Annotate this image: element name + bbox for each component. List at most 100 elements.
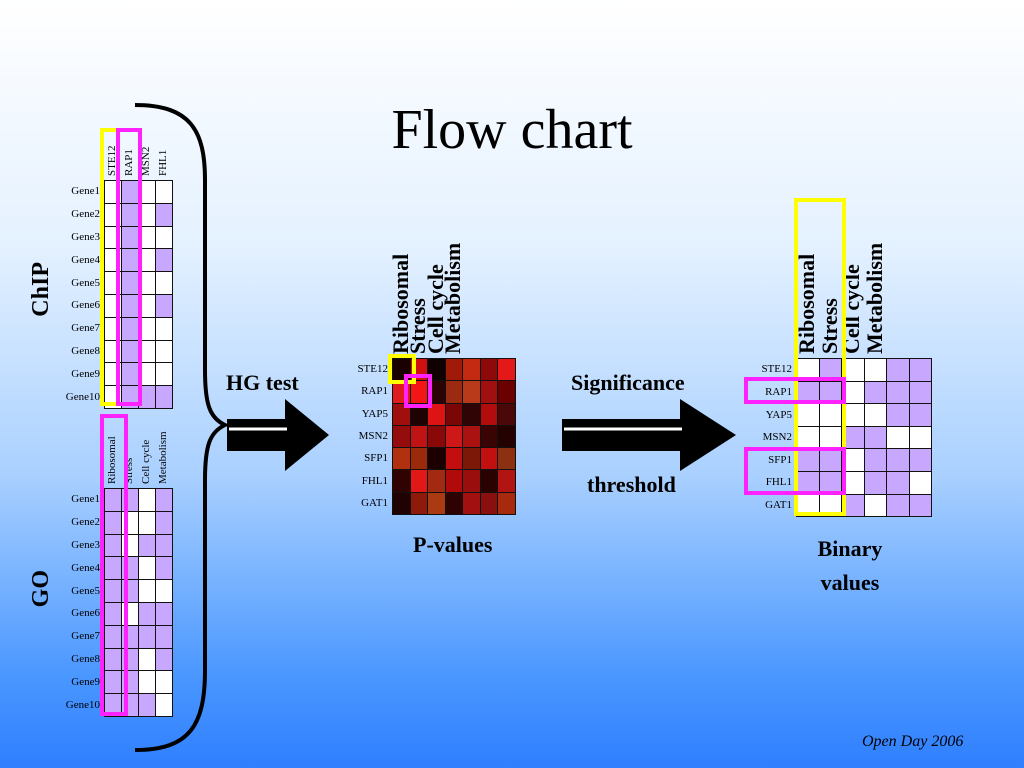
chip-cell xyxy=(155,339,173,364)
binary-rap1-highlight xyxy=(744,377,846,404)
chip-col-label: FHL1 xyxy=(157,149,170,176)
binary-cell xyxy=(908,358,932,382)
go-cell xyxy=(155,533,173,558)
pvalues-cell xyxy=(444,424,463,449)
binary-caption: Binary values xyxy=(817,536,883,595)
chip-cell xyxy=(155,225,173,250)
binary-cell xyxy=(863,425,887,450)
go-cell xyxy=(155,647,173,672)
binary-table xyxy=(796,358,932,518)
pvalues-cell xyxy=(444,402,463,426)
binary-cell xyxy=(886,380,910,405)
binary-cell xyxy=(908,470,932,495)
pvalues-cell xyxy=(427,402,446,426)
binary-cell xyxy=(863,358,887,382)
binary-cell xyxy=(818,493,842,518)
chip-row-label: Gene2 xyxy=(71,208,100,221)
go-row-label: Gene6 xyxy=(71,607,100,620)
chip-cell xyxy=(155,248,173,273)
pvalues-cell xyxy=(497,491,516,516)
pvalues-cell xyxy=(444,491,463,516)
go-ribosomal-highlight xyxy=(100,414,128,716)
chip-row-label: Gene10 xyxy=(65,390,100,403)
binary-cell xyxy=(886,448,910,472)
threshold-label: threshold xyxy=(587,472,676,497)
go-cell xyxy=(155,670,173,695)
pvalues-cell xyxy=(479,380,498,404)
binary-row-label: SFP1 xyxy=(768,453,792,466)
pvalues-row-label: RAP1 xyxy=(361,385,388,398)
pvalues-cell xyxy=(427,424,446,449)
binary-cell xyxy=(908,448,932,472)
binary-row-label: FHL1 xyxy=(765,476,792,489)
binary-cell xyxy=(886,358,910,382)
pvalues-cell xyxy=(427,469,446,493)
chip-cell xyxy=(155,362,173,387)
binary-cell xyxy=(886,425,910,450)
binary-cell xyxy=(818,425,842,450)
pvalues-cell xyxy=(444,357,463,382)
chip-row-label: Gene9 xyxy=(71,367,100,380)
pvalues-cell xyxy=(392,424,411,449)
chip-row-label: Gene6 xyxy=(71,299,100,312)
binary-row-label: MSN2 xyxy=(762,431,792,444)
chip-row-label: Gene7 xyxy=(71,322,100,335)
pvalues-row-label: GAT1 xyxy=(361,496,388,509)
go-cell xyxy=(104,624,122,649)
go-cell xyxy=(138,579,156,603)
go-cell xyxy=(138,488,156,512)
pvalue-magenta-highlight xyxy=(404,374,432,408)
pvalues-cell xyxy=(497,357,516,382)
chip-cell xyxy=(155,202,173,227)
pvalues-cell xyxy=(462,469,481,493)
pvalues-row-label: SFP1 xyxy=(364,452,388,465)
binary-ribosomal-highlight xyxy=(794,198,846,516)
binary-cell xyxy=(863,403,887,427)
pvalues-cell xyxy=(392,402,411,426)
pvalues-cell xyxy=(409,424,428,449)
go-cell xyxy=(138,601,156,626)
binary-cell xyxy=(886,470,910,495)
chip-cell xyxy=(138,202,156,227)
hg-test-label: HG test xyxy=(226,370,299,395)
pvalues-cell xyxy=(479,402,498,426)
pvalues-cell xyxy=(462,402,481,426)
go-cell xyxy=(155,693,173,717)
pvalues-cell xyxy=(497,447,516,471)
go-cell xyxy=(138,533,156,558)
chip-cell xyxy=(155,271,173,295)
pvalues-cell xyxy=(462,357,481,382)
chip-cell xyxy=(121,248,139,273)
pvalues-cell xyxy=(497,402,516,426)
go-cell xyxy=(104,510,122,535)
go-cell xyxy=(138,693,156,717)
chip-row-label: Gene4 xyxy=(71,253,100,266)
pvalues-cell xyxy=(444,447,463,471)
significance-label: Significance xyxy=(571,370,685,395)
pvalues-caption: P-values xyxy=(413,532,493,557)
go-cell xyxy=(104,601,122,626)
binary-cell xyxy=(886,493,910,518)
pvalues-cell xyxy=(479,491,498,516)
pvalues-cell xyxy=(427,447,446,471)
chip-row-label: Gene1 xyxy=(71,185,100,198)
pvalues-cell xyxy=(409,469,428,493)
pvalues-cell xyxy=(497,469,516,493)
go-cell xyxy=(155,624,173,649)
binary-cell xyxy=(908,493,932,518)
go-cell xyxy=(155,601,173,626)
go-row-label: Gene3 xyxy=(71,539,100,551)
binary-cell xyxy=(841,470,865,495)
binary-cell xyxy=(908,380,932,405)
go-row-label: Gene8 xyxy=(71,653,100,665)
binary-sfp1-fhl1-highlight xyxy=(744,447,846,495)
pvalue-yellow-highlight xyxy=(388,354,416,384)
go-col-label: Metabolism xyxy=(157,431,170,484)
go-cell xyxy=(138,647,156,672)
chip-col-label: MSN2 xyxy=(140,146,153,176)
pvalues-cell xyxy=(462,447,481,471)
pvalues-cell xyxy=(409,447,428,471)
pvalues-cell xyxy=(444,380,463,404)
go-cell xyxy=(155,556,173,581)
binary-col-label: Metabolism xyxy=(861,242,887,354)
